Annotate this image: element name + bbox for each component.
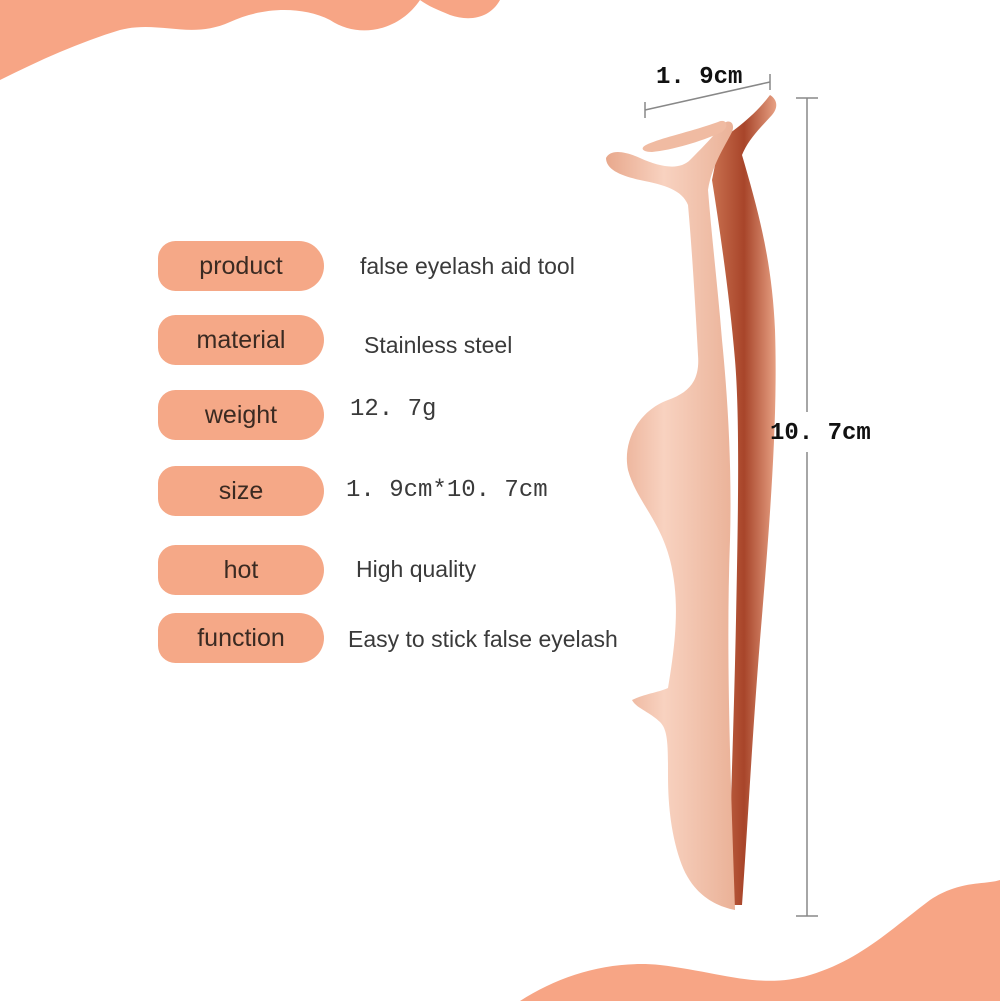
spec-value: 12. 7g [350, 396, 437, 423]
spec-row-product: product false eyelash aid tool [158, 241, 778, 293]
tool-front-arm [606, 121, 735, 910]
spec-value: 1. 9cm*10. 7cm [346, 477, 548, 504]
spec-row-material: material Stainless steel [158, 315, 778, 367]
top-blob-right [420, 0, 500, 19]
width-dimension-line [644, 81, 771, 111]
bottom-right-blob [520, 880, 1000, 1001]
tool-prong [642, 120, 727, 152]
spec-value: High quality [356, 556, 477, 582]
spec-value: false eyelash aid tool [360, 253, 575, 279]
spec-row-weight: weight 12. 7g [158, 390, 778, 442]
spec-row-function: function Easy to stick false eyelash [158, 613, 778, 665]
spec-value: Stainless steel [364, 332, 513, 358]
spec-label-pill: weight [158, 390, 324, 440]
top-left-blob [0, 0, 420, 80]
spec-label-pill: size [158, 466, 324, 516]
spec-label-pill: hot [158, 545, 324, 595]
spec-row-size: size 1. 9cm*10. 7cm [158, 466, 778, 518]
height-dimension-label: 10. 7cm [770, 420, 871, 447]
tool-back-arm [712, 95, 777, 905]
spec-row-hot: hot High quality [158, 545, 778, 597]
spec-label-pill: function [158, 613, 324, 663]
spec-label-pill: product [158, 241, 324, 291]
width-dimension-label: 1. 9cm [656, 64, 743, 91]
spec-value: Easy to stick false eyelash [348, 626, 618, 652]
spec-label-pill: material [158, 315, 324, 365]
